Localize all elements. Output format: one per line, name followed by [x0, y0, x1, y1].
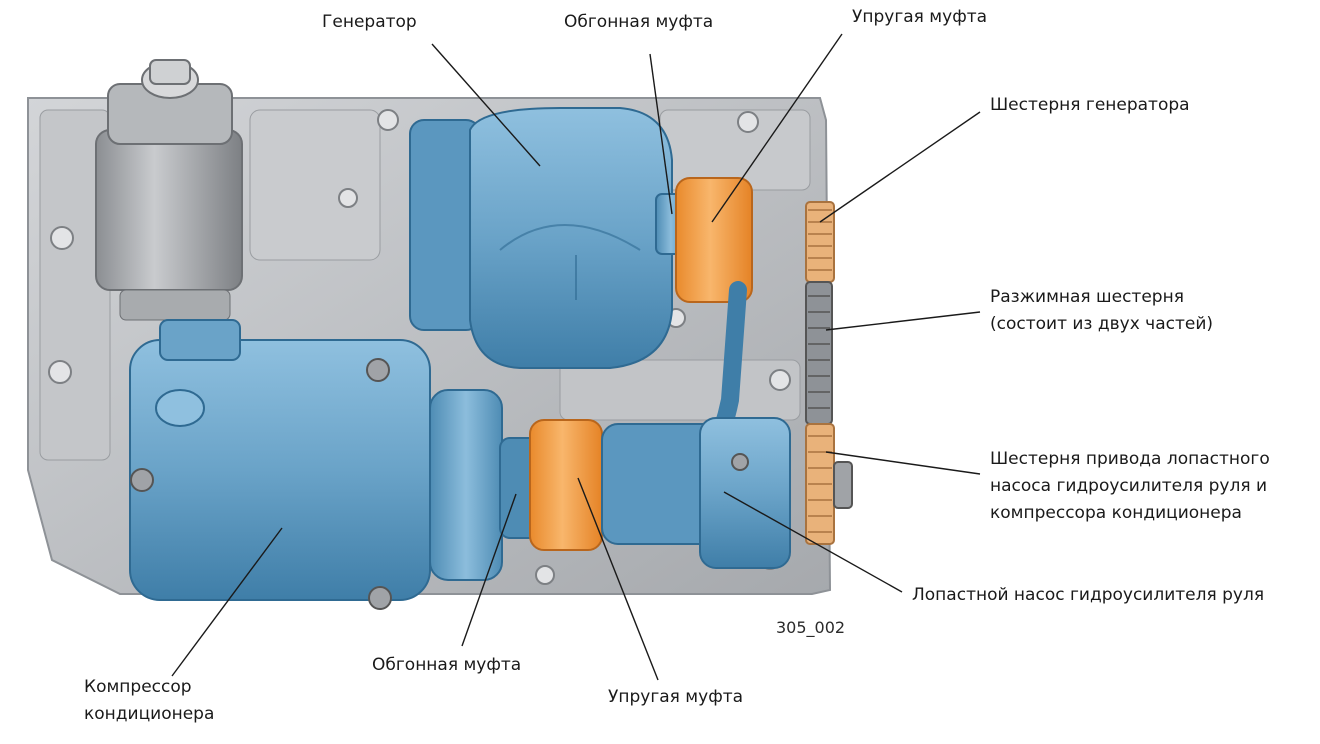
- generator-gear: [805, 201, 835, 283]
- label-ac-compressor: Компрессор кондиционера: [84, 677, 215, 724]
- figure-number: 305_002: [776, 618, 846, 637]
- leader-overrun-clutch-top: [649, 53, 673, 215]
- vane-pump: [601, 417, 791, 569]
- leader-lines: [171, 33, 981, 681]
- ac-compressor: [129, 319, 541, 610]
- leader-ac-compressor: [171, 527, 283, 677]
- leader-generator-gear: [819, 111, 981, 223]
- label-pump-compressor-gear: Шестерня привода лопастного насоса гидро…: [990, 449, 1270, 523]
- label-elastic-coupling-bottom: Упругая муфта: [608, 687, 744, 707]
- leader-elastic-coupling-top: [711, 33, 843, 223]
- label-elastic-coupling-top: Упругая муфта: [852, 7, 988, 27]
- label-generator-gear: Шестерня генератора: [990, 95, 1190, 115]
- label-generator: Генератор: [322, 12, 417, 32]
- leader-split-gear: [825, 311, 981, 331]
- leader-vane-pump: [723, 491, 903, 593]
- oil-filter-housing: [95, 59, 243, 321]
- elastic-coupling-top-part: [675, 177, 753, 303]
- split-gear: [805, 281, 833, 425]
- label-overrun-clutch-top: Обгонная муфта: [564, 12, 714, 32]
- pump-compressor-drive-gear: [805, 423, 853, 545]
- leader-generator: [431, 43, 541, 167]
- elastic-coupling-bottom-part: [529, 419, 603, 551]
- label-split-gear: Разжимная шестерня (состоит из двух част…: [990, 287, 1214, 334]
- label-overrun-clutch-bottom: Обгонная муфта: [372, 655, 522, 675]
- leader-elastic-coupling-bottom: [577, 477, 659, 681]
- leader-pump-compressor-gear: [825, 451, 981, 475]
- leader-overrun-clutch-bottom: [461, 493, 517, 647]
- label-vane-pump: Лопастной насос гидроусилителя руля: [912, 585, 1265, 605]
